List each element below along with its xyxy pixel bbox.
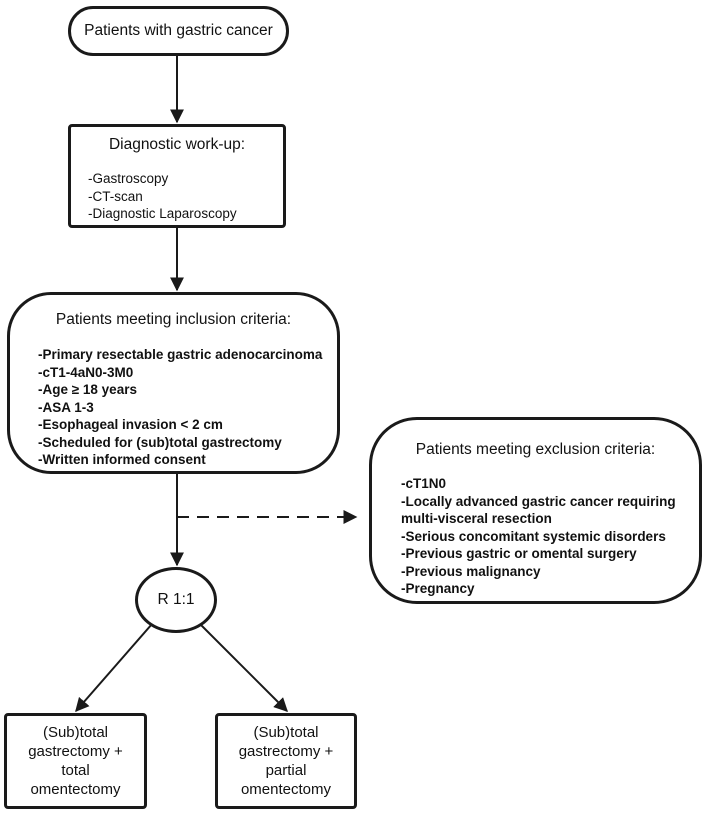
- arrow-randomization-to-partial-arm: [199, 623, 288, 712]
- inclusion-item: -Esophageal invasion < 2 cm: [38, 417, 223, 432]
- total-omentectomy-arm: (Sub)total gastrectomy + total omentecto…: [4, 713, 147, 809]
- randomization-node: R 1:1: [135, 567, 217, 633]
- inclusion-item: -cT1-4aN0-3M0: [38, 364, 134, 380]
- inclusion-item: -ASA 1-3: [38, 399, 94, 415]
- exclusion-item: -Pregnancy: [401, 581, 475, 596]
- inclusion-title: Patients meeting inclusion criteria:: [55, 311, 292, 328]
- inclusion-item: -Primary resectable gastric adenocarcino…: [38, 347, 323, 362]
- workup-item: -CT-scan: [88, 188, 143, 204]
- inclusion-item: -Written informed consent: [38, 452, 206, 467]
- inclusion-criteria-box: Patients meeting inclusion criteria: -Pr…: [7, 292, 340, 474]
- arm-line: omentectomy: [240, 781, 332, 798]
- inclusion-item: -Scheduled for (sub)total gastrectomy: [38, 434, 282, 450]
- arm-line: total: [61, 762, 90, 779]
- exclusion-item: -Previous gastric or omental surgery: [401, 546, 637, 561]
- start-node: Patients with gastric cancer: [68, 6, 289, 56]
- arm-line: (Sub)total: [253, 724, 319, 741]
- exclusion-item: -Previous malignancy: [401, 563, 541, 579]
- exclusion-item: -Locally advanced gastric cancer requiri…: [401, 493, 676, 509]
- workup-title: Diagnostic work-up:: [108, 136, 246, 153]
- diagnostic-workup-box: Diagnostic work-up: -Gastroscopy -CT-sca…: [68, 124, 286, 228]
- exclusion-item: -cT1N0: [401, 476, 447, 491]
- start-label: Patients with gastric cancer: [84, 22, 273, 39]
- workup-item: -Gastroscopy: [88, 171, 169, 186]
- inclusion-item: -Age ≥ 18 years: [38, 382, 137, 397]
- partial-omentectomy-arm: (Sub)total gastrectomy + partial omentec…: [215, 713, 357, 809]
- exclusion-item: multi-visceral resection: [401, 511, 552, 526]
- arm-line: gastrectomy +: [28, 743, 123, 760]
- arm-line: (Sub)total: [42, 724, 109, 741]
- arrow-randomization-to-total-arm: [75, 623, 153, 713]
- exclusion-title: Patients meeting exclusion criteria:: [415, 441, 656, 458]
- arm-line: partial: [265, 762, 307, 779]
- workup-item: -Diagnostic Laparoscopy: [88, 206, 237, 221]
- exclusion-item: -Serious concomitant systemic disorders: [401, 528, 666, 544]
- exclusion-criteria-box: Patients meeting exclusion criteria: -cT…: [369, 417, 702, 604]
- arm-line: gastrectomy +: [238, 743, 334, 760]
- randomization-label: R 1:1: [157, 591, 195, 608]
- arm-line: omentectomy: [30, 781, 121, 798]
